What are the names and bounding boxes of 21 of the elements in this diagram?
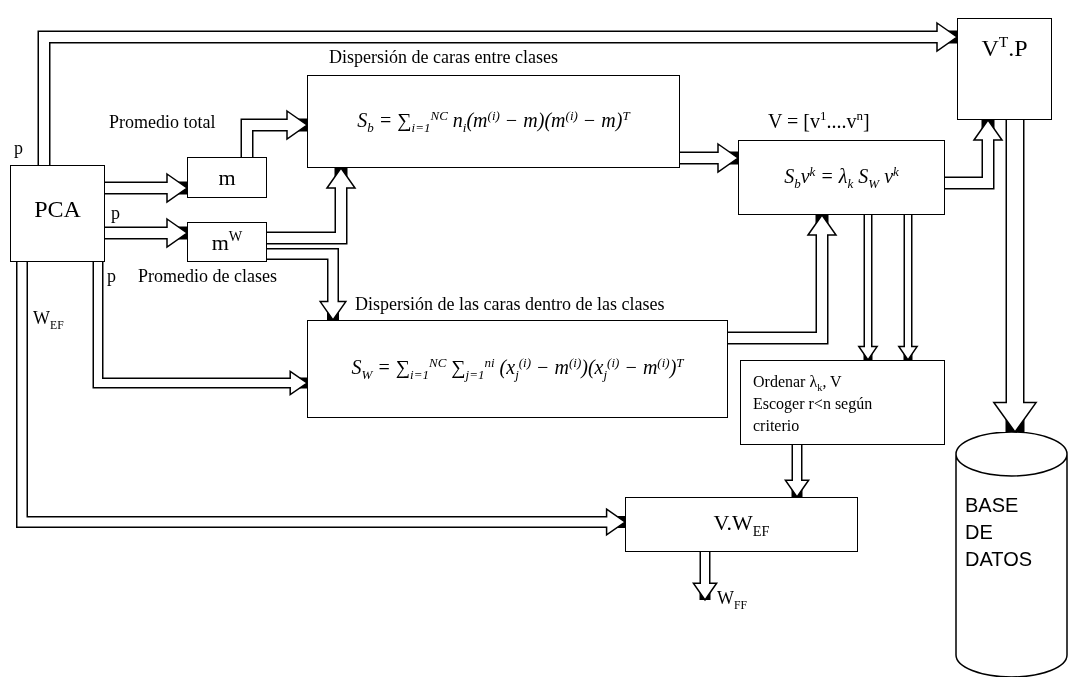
process-box bbox=[957, 18, 1052, 120]
node-text: Escoger r<n según criterio bbox=[753, 394, 874, 436]
database-cylinder bbox=[955, 432, 1068, 677]
process-box bbox=[187, 222, 267, 262]
formula-text: S$_{b}$v$^{k}$ = λ$_{k}$ S$_{W}$ v$^{k}$ bbox=[784, 163, 899, 192]
node-text: m$^{W}$ bbox=[211, 228, 243, 256]
formula-text: S$_{b}$ = ∑$_{i=1}$$^{NC}$ n$_{i}$(m$^{(i)}$ − m)(m$^{(i)}$ − m)$^{T}$ bbox=[357, 107, 630, 136]
heading-text: V = [v$^{1}$....v$^{n}$] bbox=[768, 108, 870, 133]
heading-text: Dispersión de las caras dentro de las clases bbox=[355, 294, 665, 315]
node-text: V.W$_{EF}$ bbox=[713, 509, 770, 540]
node-text: BASE DE DATOS bbox=[965, 493, 1034, 572]
process-box bbox=[740, 360, 945, 445]
process-box bbox=[625, 497, 858, 552]
node-text: PCA bbox=[34, 196, 81, 223]
node-text: m bbox=[218, 164, 236, 191]
node-text: V$^{T}$.P bbox=[981, 33, 1028, 62]
formula-text: S$_{W}$ = ∑$_{i=1}$$^{NC}$ ∑$_{j=1}$$^{ni}$ (x$_{j}$$^{(i)}$ − m$^{(i)}$)(x$_{j}$$^{(i)}$ − m$^{(i)}$)$^{T}$ bbox=[351, 354, 684, 384]
node-text: Ordenar λ$_{k}$, V bbox=[753, 372, 842, 396]
process-box bbox=[10, 165, 105, 262]
heading-text: Dispersión de caras entre clases bbox=[329, 47, 558, 68]
process-box bbox=[187, 157, 267, 198]
